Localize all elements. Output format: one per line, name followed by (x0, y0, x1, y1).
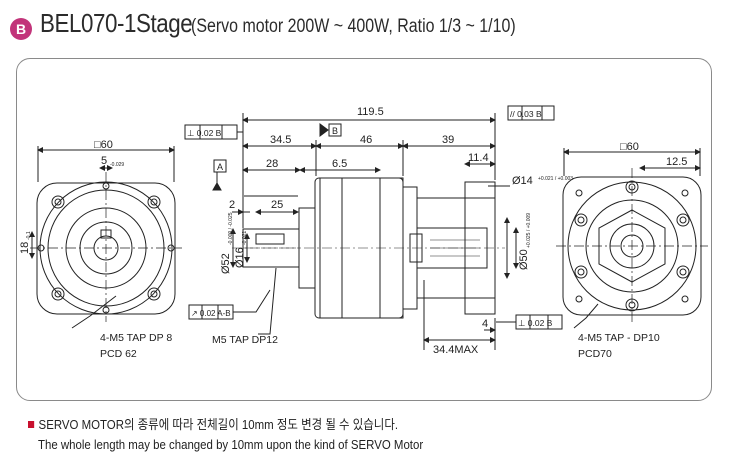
dim-dia-16: Ø16 (234, 247, 246, 268)
dim-overall: 119.5 (357, 106, 384, 118)
dim-34-5: 34.5 (270, 134, 291, 146)
front-left-keyway: 5 (101, 155, 107, 167)
dim-dia-50: Ø50 (518, 249, 530, 270)
title-row: B BEL070-1Stage (Servo motor 200W ~ 400W… (10, 8, 578, 42)
dim-dia-16-tol: -0.021 (242, 231, 248, 245)
model-title: BEL070-1Stage (40, 8, 193, 38)
dim-28: 28 (266, 158, 278, 170)
dim-dia-14: Ø14 (512, 175, 533, 187)
drawing-frame (16, 58, 712, 401)
dim-2: 2 (229, 199, 235, 211)
note-english: The whole length may be changed by 10mm … (38, 437, 424, 452)
model-spec: (Servo motor 200W ~ 400W, Ratio 1/3 ~ 1/… (191, 16, 516, 37)
front-left-height-tol: -0.1 (26, 231, 32, 240)
front-left-pcd: PCD 62 (100, 348, 137, 360)
section-badge: B (10, 18, 32, 40)
dim-4: 4 (482, 318, 488, 330)
dim-34-4-max: 34.4MAX (433, 344, 479, 356)
dim-46: 46 (360, 134, 372, 146)
gdt-parallel: // 0.03 B (510, 109, 542, 119)
bullet-icon (28, 421, 35, 428)
front-right-square: □60 (620, 141, 639, 153)
front-left-square: □60 (94, 139, 113, 151)
gdt-perp-bottom: ⊥ 0.02 B (518, 318, 553, 328)
side-view (184, 105, 563, 350)
datum-a: A (217, 162, 223, 172)
gdt-perp-top: ⊥ 0.02 B (187, 128, 222, 138)
note-korean: SERVO MOTOR의 종류에 따라 전체길이 10mm 정도 변경 될 수 … (28, 414, 398, 433)
front-view-output (556, 148, 708, 329)
dim-6-5: 6.5 (332, 158, 347, 170)
front-right-offset: 12.5 (666, 156, 687, 168)
front-right-pcd: PCD70 (578, 348, 612, 360)
dim-dia-52: Ø52 (220, 253, 232, 274)
datum-b: B (332, 126, 338, 136)
front-left-tap-callout: 4-M5 TAP DP 8 (100, 332, 172, 344)
gdt-runout: ↗ 0.02 A-B (191, 309, 231, 318)
front-left-height: 18 (19, 242, 31, 254)
dim-dia-52-tol: -0.009 / -0.025 (228, 212, 234, 245)
front-left-keyway-tol: -0.029 (110, 162, 124, 168)
front-right-tap-callout: 4-M5 TAP - DP10 (578, 332, 660, 344)
dim-39: 39 (442, 134, 454, 146)
dim-dia-14-tol: +0.021 / +0.003 (538, 176, 573, 182)
dim-25: 25 (271, 199, 283, 211)
side-tap-label: M5 TAP DP12 (212, 334, 278, 346)
front-view-input (29, 146, 182, 329)
dim-11-4: 11.4 (468, 152, 489, 164)
dim-dia-50-tol: +0.025 / +0.009 (526, 213, 532, 248)
